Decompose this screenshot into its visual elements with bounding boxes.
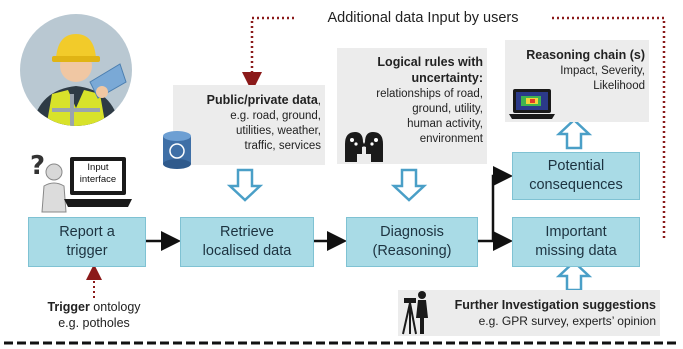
database-icon (160, 130, 194, 170)
reasoning-chain-text: Reasoning chain (s) Impact, Severity, Li… (526, 48, 645, 92)
input-interface-label: Input interface (79, 162, 117, 185)
investigation-panel (398, 290, 660, 336)
surveyor-icon (400, 288, 434, 336)
laptop-icon (64, 155, 134, 211)
arrow-diagnosis-to-consequences (491, 166, 513, 241)
logical-rules-text: Logical rules with uncertainty: relation… (376, 55, 483, 145)
down-arrow-data (226, 168, 264, 202)
svg-text:?: ? (30, 152, 45, 181)
investigation-text: Further Investigation suggestions e.g. G… (454, 298, 656, 328)
data-source-text: Public/private data, e.g. road, ground, … (206, 93, 321, 152)
diagnosis-box: Diagnosis(Reasoning) (346, 217, 478, 267)
feedback-label: Additional data Input by users (296, 7, 550, 29)
heatmap-laptop-icon (509, 88, 555, 120)
brain-heads-icon (341, 126, 387, 166)
worker-illustration (18, 12, 134, 128)
data-source-panel (173, 85, 325, 165)
trigger-ontology-text: Trigger ontology e.g. potholes (47, 300, 141, 330)
down-arrow-rules (390, 168, 428, 202)
up-arrow-consequences (555, 118, 593, 150)
data-source-title: Public/private data (206, 93, 318, 107)
up-arrow-investigation (555, 260, 593, 292)
question-person-icon: ? (28, 151, 70, 214)
